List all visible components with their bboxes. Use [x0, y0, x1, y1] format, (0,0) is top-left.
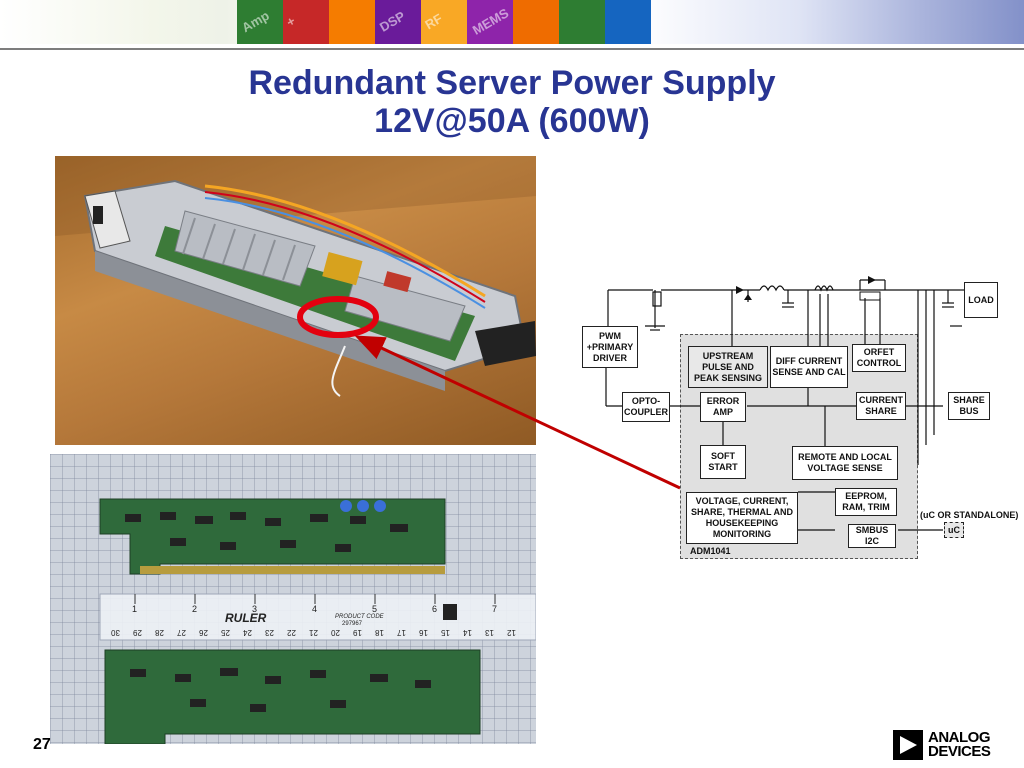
ruler-cm-number: 28 [155, 628, 164, 637]
banner-tile-4: RF [421, 0, 467, 44]
ruler-cm-number: 18 [375, 628, 384, 637]
ruler-cm-number: 21 [309, 628, 318, 637]
highlight-circle [297, 296, 379, 338]
ruler-cm-number: 16 [419, 628, 428, 637]
remote-local-voltage-sense-block: REMOTE AND LOCAL VOLTAGE SENSE [792, 446, 898, 480]
error-amp-block: ERROR AMP [700, 392, 746, 422]
ruler-label: RULER [225, 611, 267, 625]
ruler-cm-number: 13 [485, 628, 494, 637]
ruler-inch-6: 6 [432, 604, 437, 614]
current-share-block: CURRENT SHARE [856, 392, 906, 420]
power-supply-photo [55, 156, 536, 445]
ruler-cm-number: 24 [243, 628, 252, 637]
ruler-cm-number: 22 [287, 628, 296, 637]
upstream-sensing-block: UPSTREAM PULSE AND PEAK SENSING [688, 346, 768, 388]
ruler-cm-number: 26 [199, 628, 208, 637]
voltage-monitoring-block: VOLTAGE, CURRENT, SHARE, THERMAL AND HOU… [686, 492, 798, 544]
smbus-i2c-block: SMBUS I2C [848, 524, 896, 548]
controller-board-photo: 1 2 3 4 5 6 7 RULER PRODUCT CODE 297967 … [50, 454, 536, 744]
ruler-inch-7: 7 [492, 604, 497, 614]
ruler-cm-number: 14 [463, 628, 472, 637]
microcontroller-block: uC [944, 522, 964, 538]
diagram-wiring [605, 276, 964, 531]
ruler-product-code: 297967 [342, 621, 363, 627]
banner-tile-6 [513, 0, 559, 44]
banner-tile-2 [329, 0, 375, 44]
ruler-cm-number: 17 [397, 628, 406, 637]
load-block: LOAD [964, 282, 998, 318]
banner-tile-0: Amp [237, 0, 283, 44]
banner-tile-7 [559, 0, 605, 44]
diff-current-sense-block: DIFF CURRENT SENSE AND CAL [770, 346, 848, 388]
opto-coupler-block: OPTO- COUPLER [622, 392, 670, 422]
adm1041-block-diagram: ADM1041 [560, 270, 1024, 570]
ruler-product-code-label: PRODUCT CODE [335, 614, 385, 620]
ruler-inch-2: 2 [192, 604, 197, 614]
page-number: 27 [33, 736, 51, 753]
ruler-cm-number: 27 [177, 628, 186, 637]
banner-tile-8 [605, 0, 651, 44]
banner-tile-3: DSP [375, 0, 421, 44]
banner-tile-1: + [283, 0, 329, 44]
ruler-cm-number: 30 [111, 628, 120, 637]
ruler-inch-3: 3 [252, 604, 257, 614]
title-line-2: 12V@50A (600W) [374, 102, 650, 140]
ruler-cm-number: 12 [507, 628, 516, 637]
slide-title: Redundant Server Power Supply 12V@50A (6… [0, 64, 1024, 140]
analog-devices-logo: ANALOG DEVICES [893, 728, 1003, 762]
ruler-cm-number: 23 [265, 628, 274, 637]
eeprom-ram-trim-block: EEPROM, RAM, TRIM [835, 488, 897, 516]
ruler-inch-4: 4 [312, 604, 317, 614]
logo-text: ANALOG DEVICES [928, 729, 991, 760]
banner-tile-5: MEMS [467, 0, 513, 44]
controller-board-illustration: 1 2 3 4 5 6 7 RULER PRODUCT CODE 297967 … [99, 498, 536, 744]
ruler-cm-number: 20 [331, 628, 340, 637]
chip-label: ADM1041 [690, 546, 731, 556]
title-line-1: Redundant Server Power Supply [248, 64, 776, 102]
ruler-cm-number: 25 [221, 628, 230, 637]
share-bus-block: SHARE BUS [948, 392, 990, 420]
pwm-primary-driver-block: PWM +PRIMARY DRIVER [582, 326, 638, 368]
ruler-inch-5: 5 [372, 604, 377, 614]
analog-devices-triangle-icon [893, 730, 923, 760]
soft-start-block: SOFT START [700, 445, 746, 479]
ruler-cm-numbers: 30 29 28 27 26 25 24 23 22 21 20 19 18 17 16 15 14 13 12 [111, 628, 516, 637]
ruler-inch-1: 1 [132, 604, 137, 614]
ruler-cm-number: 19 [353, 628, 362, 637]
ruler-cm-number: 29 [133, 628, 142, 637]
header-divider [0, 48, 1024, 50]
orfet-control-block: ORFET CONTROL [852, 344, 906, 372]
uc-or-standalone-note: (uC OR STANDALONE) [920, 510, 1019, 520]
ruler-cm-number: 15 [441, 628, 450, 637]
